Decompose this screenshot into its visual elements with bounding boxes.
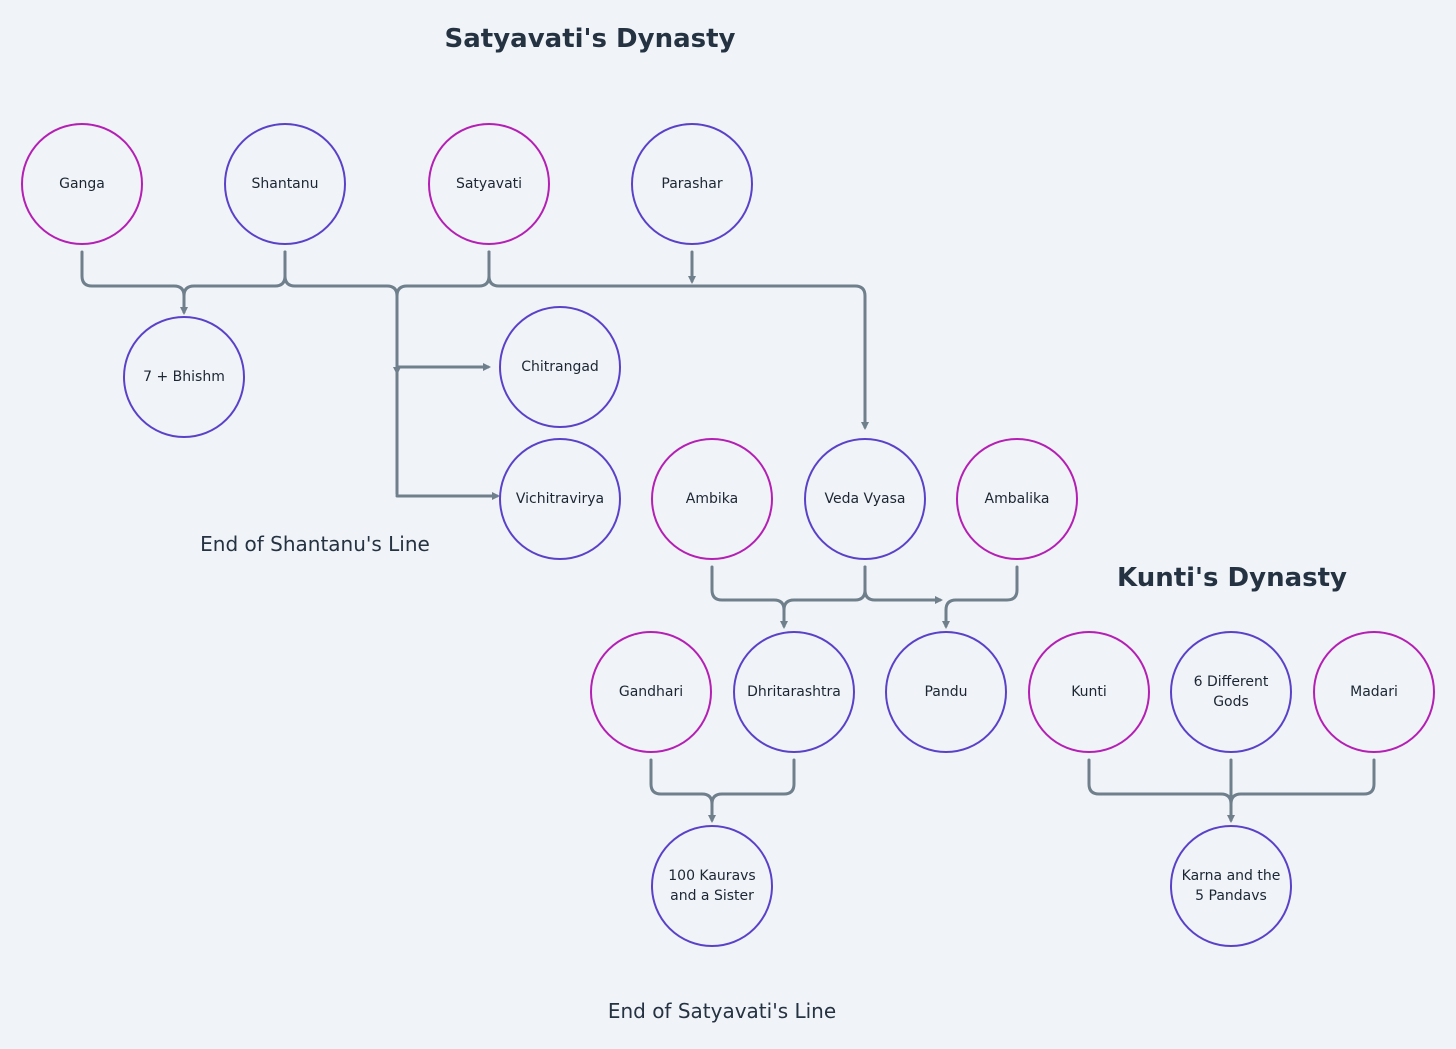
person-circle (885, 631, 1007, 753)
person-name-label: Karna and the (1182, 868, 1281, 884)
person-nodes: Ganga Shantanu Satyavati Parashar 7 + Bhishm… (21, 123, 1435, 947)
satyavati-dynasty-title: Satyavati's Dynasty (444, 24, 736, 54)
person-circle (956, 438, 1078, 560)
person-circle (590, 631, 712, 753)
person-node-ambalika: Ambalika (956, 438, 1078, 560)
person-name-label: Chitrangad (521, 359, 599, 375)
person-node-chitrangad: Chitrangad (499, 306, 621, 428)
person-name-label: Shantanu (251, 176, 318, 192)
person-name-label: and a Sister (670, 888, 754, 904)
person-name-label: Ganga (59, 176, 105, 192)
person-node-parashar: Parashar (631, 123, 753, 245)
person-name-label: Vichitravirya (516, 491, 604, 507)
connector-line (782, 565, 867, 612)
connector-line (487, 250, 869, 430)
person-circle (123, 316, 245, 438)
person-circle (651, 825, 773, 947)
person-circle (1170, 825, 1292, 947)
person-name-label: Dhritarashtra (747, 684, 841, 700)
connector-line (283, 250, 399, 496)
end-of-shantanu-line-caption: End of Shantanu's Line (200, 532, 430, 556)
person-name-label: Veda Vyasa (825, 491, 906, 507)
person-node-kunti: Kunti (1028, 631, 1150, 753)
connector-line (1229, 758, 1376, 806)
person-name-label: 100 Kauravs (668, 868, 755, 884)
person-node-satyavati: Satyavati (428, 123, 550, 245)
person-node-dhritarashtra: Dhritarashtra (733, 631, 855, 753)
person-node-shantanu: Shantanu (224, 123, 346, 245)
person-name-label: Ambalika (985, 491, 1050, 507)
person-name-label: Satyavati (456, 176, 522, 192)
person-circle (733, 631, 855, 753)
person-node-pandu: Pandu (885, 631, 1007, 753)
person-node-gandhari: Gandhari (590, 631, 712, 753)
person-name-label: 7 + Bhishm (143, 369, 225, 385)
connector-line (710, 758, 796, 806)
person-node-kauravs: 100 Kauravs and a Sister (651, 825, 773, 947)
person-node-ganga: Ganga (21, 123, 143, 245)
connector-lines (80, 250, 1376, 823)
person-circle (1313, 631, 1435, 753)
person-circle (1028, 631, 1150, 753)
person-circle (651, 438, 773, 560)
person-node-ambika: Ambika (651, 438, 773, 560)
person-name-label: Gods (1213, 694, 1249, 710)
connector-line (182, 250, 287, 314)
person-name-label: Ambika (686, 491, 738, 507)
person-circle (631, 123, 753, 245)
connector-line (80, 250, 188, 315)
person-name-label: Parashar (661, 176, 722, 192)
person-circle (499, 438, 621, 560)
person-name-label: 5 Pandavs (1195, 888, 1267, 904)
person-node-veda-vyasa: Veda Vyasa (804, 438, 926, 560)
connector-line (710, 565, 788, 629)
person-name-label: Pandu (924, 684, 967, 700)
person-circle (804, 438, 926, 560)
person-circle (21, 123, 143, 245)
end-of-satyavati-line-caption: End of Satyavati's Line (607, 999, 837, 1023)
person-node-madari: Madari (1313, 631, 1435, 753)
person-circle (1170, 631, 1292, 753)
person-name-label: Madari (1350, 684, 1398, 700)
person-node-pandavs: Karna and the 5 Pandavs (1170, 825, 1292, 947)
person-circle (499, 306, 621, 428)
connector-line (942, 565, 1019, 629)
connector-line (649, 758, 716, 823)
person-circle (224, 123, 346, 245)
person-name-label: Kunti (1071, 684, 1107, 700)
connector-line (395, 250, 491, 298)
person-name-label: 6 Different (1194, 674, 1269, 690)
person-node-bhishm: 7 + Bhishm (123, 316, 245, 438)
person-name-label: Gandhari (619, 684, 683, 700)
person-node-vichitravirya: Vichitravirya (499, 438, 621, 560)
connector-line (1087, 758, 1235, 823)
connector-line (863, 565, 943, 604)
kunti-dynasty-title: Kunti's Dynasty (1117, 563, 1347, 593)
person-circle (428, 123, 550, 245)
